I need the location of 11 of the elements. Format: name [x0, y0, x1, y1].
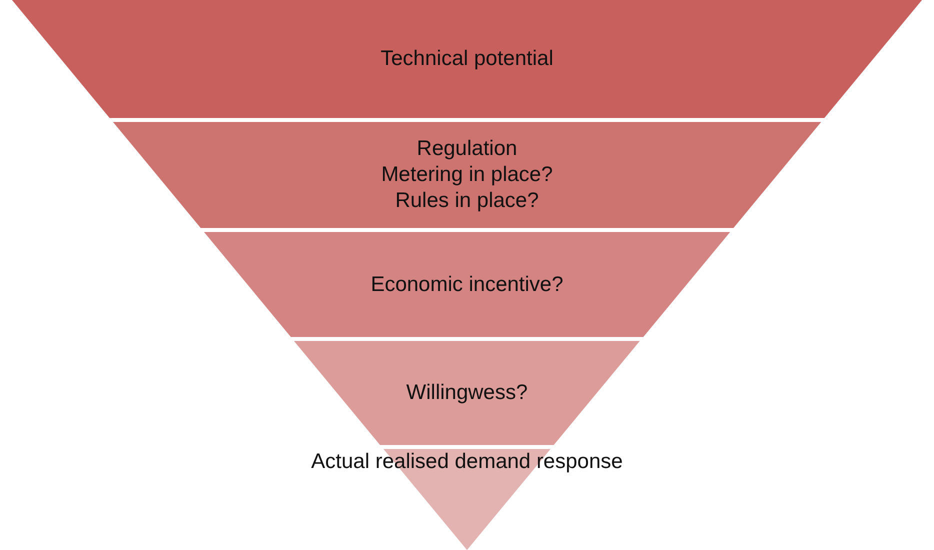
band-label: Technical potential [380, 46, 554, 72]
funnel-band [204, 232, 730, 337]
band-label: Economic incentive? [370, 272, 564, 298]
band-label: Metering in place? [381, 162, 553, 188]
funnel-band [12, 0, 922, 118]
funnel-band [112, 122, 822, 228]
funnel-band [294, 341, 640, 445]
band-label: Willingwess? [406, 380, 528, 406]
band-label: Rules in place? [395, 188, 539, 214]
band-label: Actual realised demand response [311, 449, 623, 475]
band-label: Regulation [416, 136, 518, 162]
